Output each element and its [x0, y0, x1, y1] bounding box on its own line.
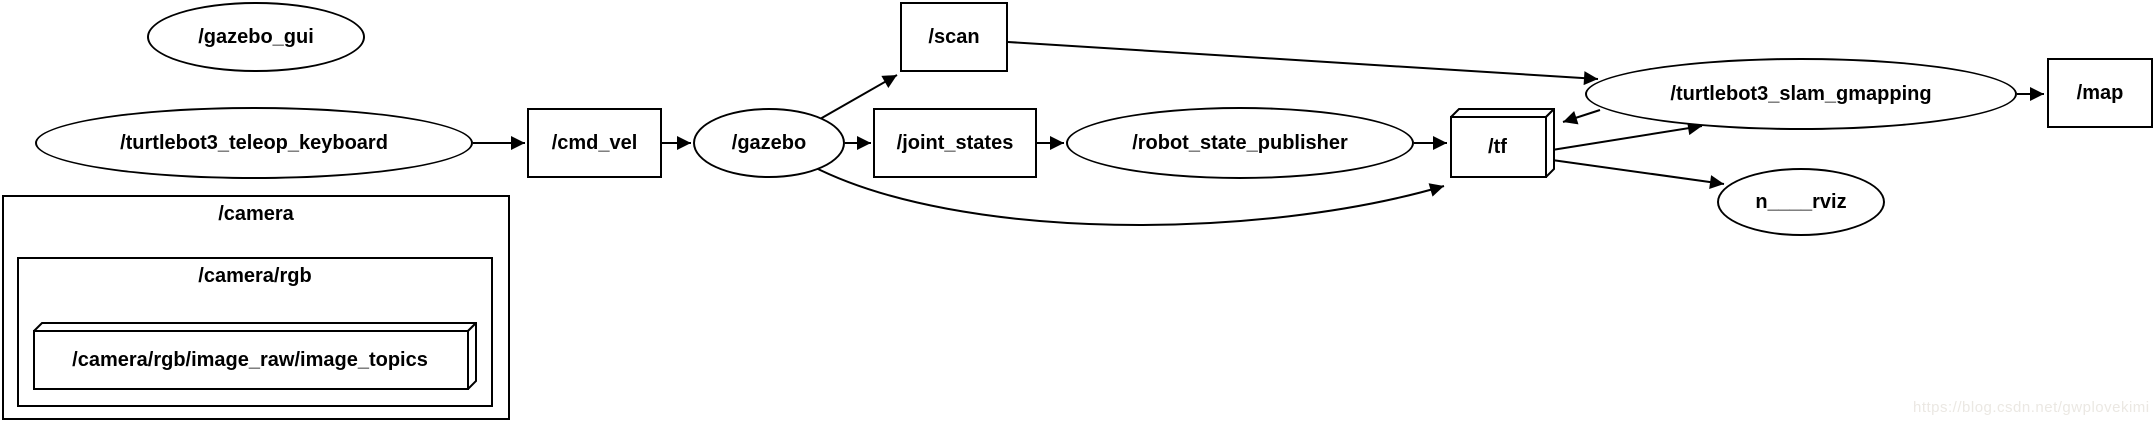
node-joint-states: /joint_states — [873, 108, 1037, 178]
node-tf-label: /tf — [1488, 135, 1507, 158]
node-cmd-vel-label: /cmd_vel — [551, 131, 638, 154]
node-gazebo-label: /gazebo — [731, 131, 807, 154]
edge-tf-slam — [1551, 121, 1703, 151]
node-rviz-label: n____rviz — [1755, 190, 1847, 213]
node-map-label: /map — [2076, 81, 2124, 104]
node-rviz: n____rviz — [1717, 168, 1885, 236]
node-robot-state-publisher-label: /robot_state_publisher — [1132, 131, 1348, 154]
node-map: /map — [2047, 58, 2153, 128]
node-joint-states-label: /joint_states — [896, 131, 1014, 154]
edge-gazebo-scan — [819, 74, 898, 120]
cluster-camera-label: /camera — [218, 203, 294, 225]
node-scan-label: /scan — [928, 25, 980, 48]
node-cmd-vel: /cmd_vel — [527, 108, 662, 178]
node-robot-state-publisher: /robot_state_publisher — [1066, 107, 1414, 179]
csdn-watermark: https://blog.csdn.net/gwplovekimi — [1913, 399, 2150, 416]
edge-tf-rviz — [1551, 159, 1725, 189]
box3d-shape — [1450, 108, 1555, 178]
edge-scan-slam — [1007, 41, 1599, 86]
cluster-camera-rgb-label: /camera/rgb — [198, 265, 312, 287]
edge-gazebo-tf — [811, 165, 1445, 226]
node-scan: /scan — [900, 2, 1008, 72]
node-turtlebot3-teleop-keyboard: /turtlebot3_teleop_keyboard — [35, 107, 473, 179]
node-tf: /tf — [1450, 108, 1555, 178]
node-gazebo-gui-label: /gazebo_gui — [198, 25, 314, 48]
node-teleop-label: /turtlebot3_teleop_keyboard — [120, 131, 388, 154]
node-gazebo: /gazebo — [693, 108, 845, 178]
node-camera-image-topics: /camera/rgb/image_raw/image_topics — [33, 322, 477, 390]
edge-slam-tf — [1562, 109, 1601, 125]
box3d-shape — [33, 322, 477, 390]
node-camera-image-topics-label: /camera/rgb/image_raw/image_topics — [72, 348, 428, 371]
node-slam-gmapping-label: /turtlebot3_slam_gmapping — [1670, 82, 1932, 105]
node-turtlebot3-slam-gmapping: /turtlebot3_slam_gmapping — [1585, 58, 2017, 130]
node-gazebo-gui: /gazebo_gui — [147, 2, 365, 72]
